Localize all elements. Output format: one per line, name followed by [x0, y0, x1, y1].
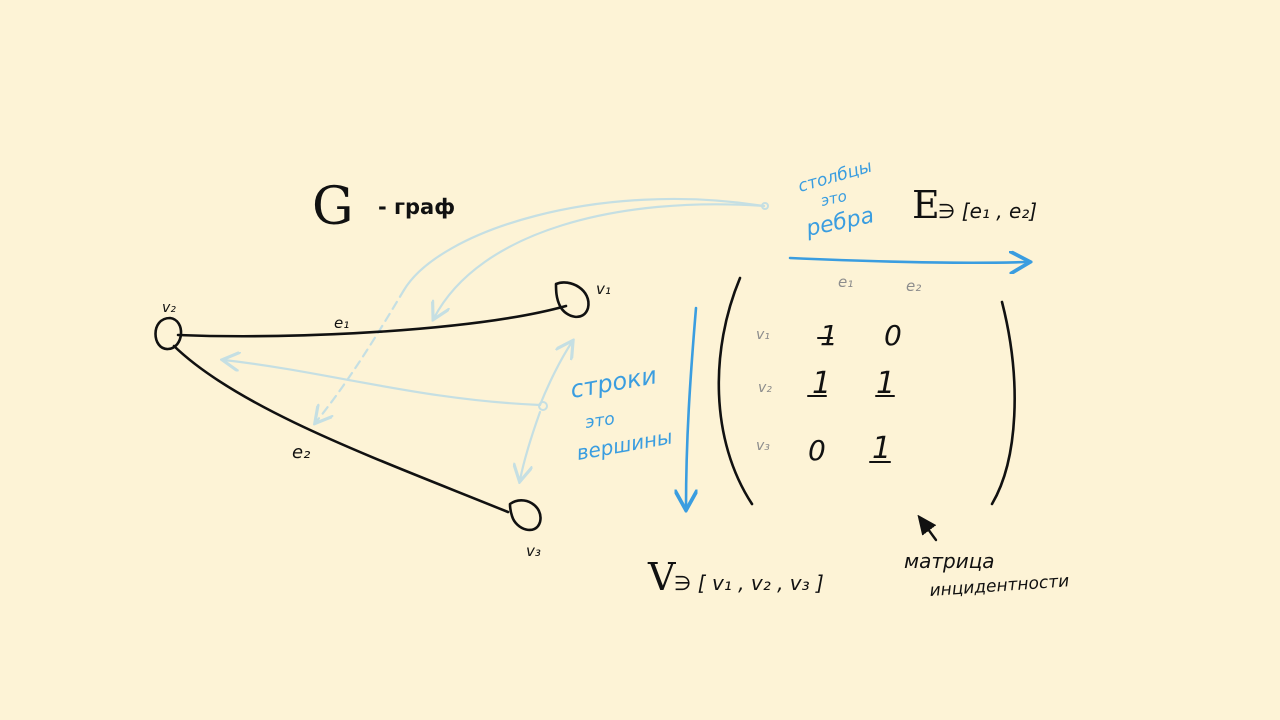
edge-e1 [176, 304, 568, 338]
label-v3: v₃ [526, 542, 541, 560]
matrix-name-line2: инцидентности [929, 571, 1070, 601]
edge-e2 [172, 344, 510, 514]
vertex-v1-loop [554, 281, 590, 319]
faded-arrow-upper [402, 197, 766, 292]
matrix-row-header-v2: v₂ [758, 380, 772, 396]
matrix-row-header-v1: v₁ [756, 327, 770, 343]
graph-caption: - граф [378, 195, 455, 219]
matrix-right-bracket [990, 300, 1016, 506]
vertex-v3-loop [508, 499, 542, 532]
label-v2: v₂ [162, 300, 176, 316]
faded-arrow-to-v3 [520, 410, 542, 480]
annotation-rows-line1: строки [568, 361, 659, 404]
faded-arrow-origin-rows [538, 401, 548, 411]
matrix-col-header-e2: e₂ [906, 277, 921, 295]
faded-arrow-to-e1 [434, 203, 766, 318]
matrix-cell-v2-e2: 1 [876, 366, 895, 401]
graph-symbol: G [312, 177, 354, 237]
vertex-v2-loop [154, 316, 183, 351]
annotation-columns-line2: это [819, 187, 848, 210]
vertex-set-text: ∋ [ v₁ , v₂ , v₃ ] [674, 571, 824, 595]
matrix-cell-v1-e1: 1 [820, 319, 838, 352]
rows-arrow [686, 306, 696, 508]
columns-arrow [788, 258, 1028, 263]
matrix-row-header-v3: v₃ [756, 438, 770, 454]
matrix-name-line1: матрица [904, 549, 995, 573]
matrix-left-bracket [717, 276, 754, 506]
faded-arrow-to-e2 [316, 288, 406, 422]
matrix-name-arrow [920, 518, 938, 542]
vertex-set-symbol: V [647, 555, 676, 599]
faded-arrow-origin-cols [761, 202, 769, 210]
label-v1: v₁ [596, 280, 611, 298]
annotation-columns-line3: ребра [803, 203, 876, 242]
label-e2: e₂ [292, 442, 310, 463]
label-e1: e₁ [334, 314, 349, 332]
edges-set-symbol: E [912, 183, 940, 227]
faded-arrow-to-v2 [224, 360, 542, 407]
edges-set-text: ∋ [e₁ , e₂] [938, 199, 1037, 223]
annotation-rows-line2: это [584, 409, 616, 433]
matrix-col-header-e1: e₁ [838, 273, 853, 291]
faded-arrow-to-v1 [538, 342, 572, 407]
matrix-cell-v2-e1: 1 [812, 366, 831, 401]
matrix-cell-v3-e1: 0 [808, 434, 826, 467]
matrix-cell-v3-e2: 1 [872, 431, 891, 466]
matrix-cell-v1-e2: 0 [884, 319, 902, 352]
